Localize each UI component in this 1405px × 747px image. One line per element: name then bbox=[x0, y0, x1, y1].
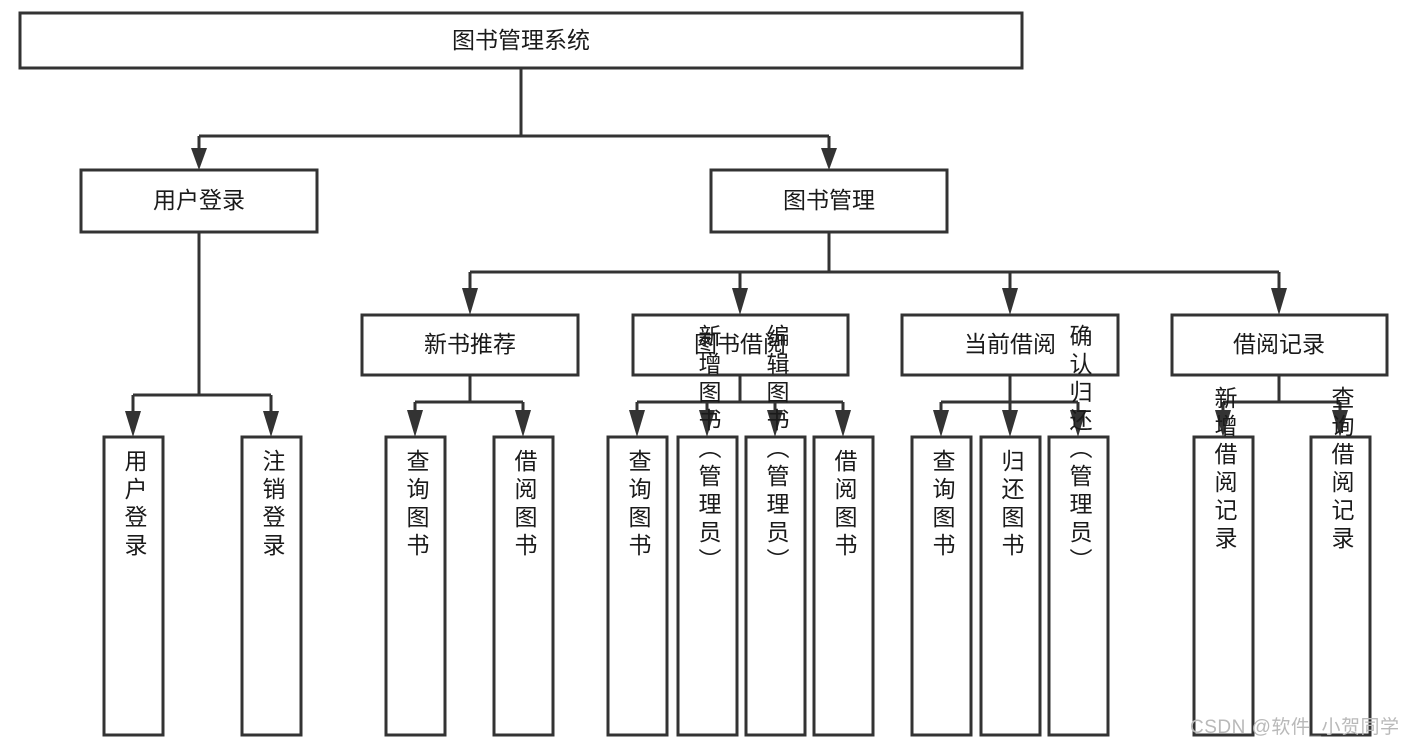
connector-root-bus bbox=[197, 68, 831, 152]
connector-layer bbox=[125, 68, 1348, 437]
arrow-br-to-add-record bbox=[1215, 410, 1231, 437]
node-root-box[interactable] bbox=[18, 11, 1024, 70]
connector-user-login-bus bbox=[131, 232, 273, 415]
node-leaf-edit-book-label: 编辑图书（管理员） bbox=[763, 324, 790, 576]
node-leaf-return-book-label: 归还图书 bbox=[998, 449, 1025, 561]
node-leaf-borrow-book-1-label: 借阅图书 bbox=[511, 449, 538, 561]
node-borrow-record-box[interactable] bbox=[1170, 313, 1389, 377]
node-leaf-logout-label: 注销登录 bbox=[259, 449, 286, 561]
node-root-label: 图书管理系统 bbox=[452, 27, 590, 53]
node-leaf-borrow-book-1[interactable]: 借阅图书 bbox=[492, 435, 555, 737]
node-leaf-user-login-label: 用户登录 bbox=[121, 449, 148, 561]
node-new-book-recommend-box[interactable] bbox=[360, 313, 580, 377]
node-leaf-edit-book-box[interactable] bbox=[744, 435, 807, 737]
node-leaf-query-record[interactable]: 查询借阅记录 bbox=[1309, 386, 1372, 737]
arrow-bm-to-borrow-record bbox=[1271, 288, 1287, 315]
node-book-management[interactable]: 图书管理 bbox=[709, 168, 949, 234]
arrow-user-login-to-leaf-logout bbox=[263, 411, 279, 437]
node-book-management-label: 图书管理 bbox=[783, 187, 875, 213]
node-leaf-query-book-1-box[interactable] bbox=[384, 435, 447, 737]
node-leaf-add-record-box[interactable] bbox=[1192, 435, 1255, 737]
node-leaf-query-book-3-label: 查询图书 bbox=[929, 449, 956, 561]
node-leaf-add-book-label: 新增图书（管理员） bbox=[695, 324, 722, 576]
connector-book-borrow-bus bbox=[635, 375, 845, 415]
node-leaf-edit-book[interactable]: 编辑图书（管理员） bbox=[744, 324, 807, 737]
node-leaf-logout[interactable]: 注销登录 bbox=[240, 435, 303, 737]
arrow-bb-to-borrow-book bbox=[835, 410, 851, 437]
node-leaf-query-book-1-label: 查询图书 bbox=[403, 449, 430, 561]
node-leaf-confirm-return-label: 确认归还（管理员） bbox=[1066, 324, 1093, 576]
node-leaf-return-book[interactable]: 归还图书 bbox=[979, 435, 1042, 737]
node-leaf-confirm-return-box[interactable] bbox=[1047, 435, 1110, 737]
node-user-login-label: 用户登录 bbox=[153, 187, 245, 213]
node-book-borrow-box[interactable] bbox=[631, 313, 850, 377]
arrow-bm-to-current-borrow bbox=[1002, 288, 1018, 315]
node-root-system[interactable]: 图书管理系统 bbox=[18, 11, 1024, 70]
node-leaf-logout-box[interactable] bbox=[240, 435, 303, 737]
node-borrow-record[interactable]: 借阅记录 bbox=[1170, 313, 1389, 377]
node-leaf-borrow-book-2-box[interactable] bbox=[812, 435, 875, 737]
arrow-root-to-user-login bbox=[191, 148, 207, 170]
arrow-root-to-book-management bbox=[821, 148, 837, 170]
node-leaf-borrow-book-1-box[interactable] bbox=[492, 435, 555, 737]
arrow-bb-to-add-book bbox=[699, 410, 715, 437]
node-leaf-add-book[interactable]: 新增图书（管理员） bbox=[676, 324, 739, 737]
csdn-watermark: CSDN @软件_小贺同学 bbox=[1190, 717, 1400, 738]
node-leaf-user-login[interactable]: 用户登录 bbox=[102, 435, 165, 737]
node-leaf-query-book-2[interactable]: 查询图书 bbox=[606, 435, 669, 737]
arrow-bm-to-book-borrow bbox=[732, 288, 748, 315]
node-current-borrow[interactable]: 当前借阅 bbox=[900, 313, 1120, 377]
node-leaf-query-record-box[interactable] bbox=[1309, 435, 1372, 737]
node-leaf-query-book-3[interactable]: 查询图书 bbox=[910, 435, 973, 737]
arrow-cb-to-query-book bbox=[933, 410, 949, 437]
arrow-cb-to-confirm-return bbox=[1070, 410, 1086, 437]
node-leaf-query-book-3-box[interactable] bbox=[910, 435, 973, 737]
node-borrow-record-label: 借阅记录 bbox=[1233, 331, 1325, 357]
node-book-management-box[interactable] bbox=[709, 168, 949, 234]
node-new-book-recommend-label: 新书推荐 bbox=[424, 331, 516, 357]
node-new-book-recommend[interactable]: 新书推荐 bbox=[360, 313, 580, 377]
node-leaf-add-record-label: 新增借阅记录 bbox=[1211, 386, 1238, 554]
node-leaf-borrow-book-2[interactable]: 借阅图书 bbox=[812, 435, 875, 737]
node-current-borrow-box[interactable] bbox=[900, 313, 1120, 377]
node-leaf-query-book-2-label: 查询图书 bbox=[625, 449, 652, 561]
node-leaf-return-book-box[interactable] bbox=[979, 435, 1042, 737]
arrow-user-login-to-leaf-user-login bbox=[125, 411, 141, 437]
node-book-borrow-label: 图书借阅 bbox=[694, 331, 786, 357]
node-current-borrow-label: 当前借阅 bbox=[964, 331, 1056, 357]
node-leaf-query-book-2-box[interactable] bbox=[606, 435, 669, 737]
arrow-nbr-to-query-book bbox=[407, 410, 423, 437]
node-book-borrow[interactable]: 图书借阅 bbox=[631, 313, 850, 377]
arrow-bb-to-query-book bbox=[629, 410, 645, 437]
connector-book-management-bus bbox=[468, 232, 1281, 292]
connector-borrow-record-bus bbox=[1221, 375, 1342, 415]
arrow-bm-to-new-book-recommend bbox=[462, 288, 478, 315]
node-leaf-add-book-box[interactable] bbox=[676, 435, 739, 737]
node-leaf-query-book-1[interactable]: 查询图书 bbox=[384, 435, 447, 737]
arrow-cb-to-return-book bbox=[1002, 410, 1018, 437]
node-user-login[interactable]: 用户登录 bbox=[79, 168, 319, 234]
node-leaf-add-record[interactable]: 新增借阅记录 bbox=[1192, 386, 1255, 737]
node-leaf-query-record-label: 查询借阅记录 bbox=[1328, 386, 1355, 554]
node-user-login-box[interactable] bbox=[79, 168, 319, 234]
node-leaf-confirm-return[interactable]: 确认归还（管理员） bbox=[1047, 324, 1110, 737]
node-leaf-borrow-book-2-label: 借阅图书 bbox=[831, 449, 858, 561]
connector-current-borrow-bus bbox=[939, 375, 1080, 415]
arrow-br-to-query-record bbox=[1332, 410, 1348, 437]
arrow-nbr-to-borrow-book bbox=[515, 410, 531, 437]
arrow-bb-to-edit-book bbox=[767, 410, 783, 437]
node-leaf-user-login-box[interactable] bbox=[102, 435, 165, 737]
connector-new-book-recommend-bus bbox=[413, 375, 525, 415]
